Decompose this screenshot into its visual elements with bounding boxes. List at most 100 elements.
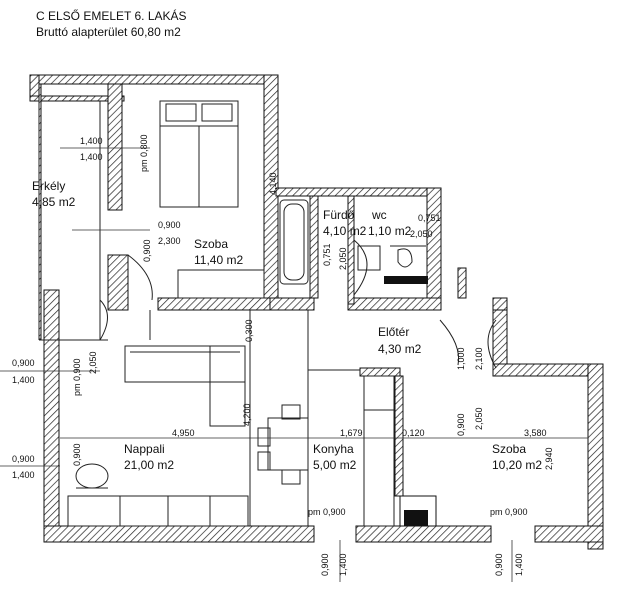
dimension-label: 2,050 (474, 407, 484, 430)
room-area-erkely: 4,85 m2 (32, 195, 76, 209)
dimension-label: 0,751 (322, 243, 332, 266)
dimension-label: 1,000 (456, 347, 466, 370)
toilet (397, 248, 413, 268)
door-swing (127, 254, 153, 301)
chair (281, 404, 301, 420)
room-area-eloter: 4,30 m2 (378, 342, 422, 356)
door-swing (99, 299, 108, 341)
dimension-label: pm 0,800 (139, 134, 149, 172)
dimension-label: 0,900 (12, 454, 35, 464)
wall (347, 195, 355, 305)
dining-table (267, 417, 309, 471)
dimension-label: 0,900 (158, 220, 181, 230)
dimension-label: 0,900 (320, 553, 330, 576)
wall (43, 289, 60, 543)
dimension-label: 0,900 (72, 443, 82, 466)
door-swing (353, 239, 368, 296)
room-area-nappali: 21,00 m2 (124, 458, 174, 472)
dimension-label: 0,900 (494, 553, 504, 576)
dimension-label: 2,100 (474, 347, 484, 370)
room-name-nappali: Nappali (124, 442, 165, 456)
chair (281, 469, 301, 485)
dimension-label: 0,120 (402, 428, 425, 438)
dimension-label: pm 0,900 (308, 507, 346, 517)
appliance (404, 510, 428, 526)
wall (587, 363, 604, 550)
dimension-label: 1,679 (340, 428, 363, 438)
dimension-label: 1,400 (338, 553, 348, 576)
walls (29, 74, 604, 550)
room-name-konyha: Konyha (313, 442, 354, 456)
room-area-konyha: 5,00 m2 (313, 458, 357, 472)
dimension-label: 3,580 (524, 428, 547, 438)
dimension-labels: 1,400 1,400 pm 0,800 4,140 0,900 0,900 2… (12, 134, 554, 576)
tv-cabinet (67, 495, 249, 527)
wall (107, 254, 129, 311)
dimension-label: 0,900 (456, 413, 466, 436)
chair (257, 427, 271, 447)
wall (107, 83, 123, 211)
wall (29, 74, 279, 85)
dimension-label: 2,940 (544, 447, 554, 470)
room-name-furdo: Fürdő (323, 208, 355, 222)
kitchen-counter (363, 375, 395, 527)
double-bed (159, 100, 239, 208)
door-swing (487, 319, 497, 369)
wall (157, 297, 271, 311)
room-name-eloter: Előtér (378, 325, 409, 339)
wall (426, 187, 442, 299)
wall (394, 375, 404, 497)
dimension-label: 2,050 (338, 247, 348, 270)
dimension-label: 2,050 (88, 351, 98, 374)
dimension-label: 0,900 (12, 358, 35, 368)
armchair (75, 463, 109, 489)
dimension-label: pm 0,900 (490, 507, 528, 517)
plan-title: C ELSŐ EMELET 6. LAKÁS (36, 9, 187, 23)
washbasin (357, 245, 381, 271)
dimension-label: 1,400 (12, 375, 35, 385)
wall (347, 297, 442, 311)
dimension-label: 4,950 (172, 428, 195, 438)
room-area-szoba1: 11,40 m2 (194, 253, 243, 267)
wall (457, 267, 467, 299)
dimension-label: 4,200 (242, 403, 252, 426)
plan-subtitle: Bruttó alapterület 60,80 m2 (36, 25, 181, 39)
wall (269, 297, 315, 311)
dimension-label: 1,400 (514, 553, 524, 576)
wall (29, 95, 125, 102)
wall (492, 363, 604, 377)
dimension-label: pm 0,900 (72, 358, 82, 396)
room-name-szoba2: Szoba (492, 442, 526, 456)
wall (275, 187, 442, 197)
chair (257, 451, 271, 471)
dimension-label: 2,300 (158, 236, 181, 246)
room-area-furdo: 4,10 m2 (323, 224, 367, 238)
room-name-wc: wc (371, 208, 387, 222)
sofa (124, 345, 246, 427)
room-area-szoba2: 10,20 m2 (492, 458, 542, 472)
dimension-label: 0,300 (244, 319, 254, 342)
dimension-label: 2,050 (410, 229, 433, 239)
wall (309, 195, 319, 299)
dimension-label: 0,751 (418, 213, 441, 223)
wardrobe (177, 269, 265, 299)
room-name-szoba1: Szoba (194, 237, 228, 251)
room-labels: Erkély 4,85 m2 Szoba 11,40 m2 Fürdő 4,10… (32, 179, 542, 472)
wall (355, 525, 492, 543)
dimension-label: 1,400 (80, 136, 103, 146)
dimension-label: 1,400 (12, 470, 35, 480)
dimension-label: 4,140 (268, 172, 278, 195)
wall (492, 297, 508, 311)
dimension-lines (0, 147, 588, 582)
wc-cabinet (384, 276, 428, 284)
dimension-label: 0,900 (142, 239, 152, 262)
wall (359, 367, 401, 377)
dimension-label: 1,400 (80, 152, 103, 162)
door-swing (439, 319, 460, 366)
room-area-wc: 1,10 m2 (368, 224, 412, 238)
wall (534, 525, 604, 543)
wall (43, 525, 315, 543)
bathtub (279, 199, 309, 285)
fixtures (38, 100, 497, 527)
